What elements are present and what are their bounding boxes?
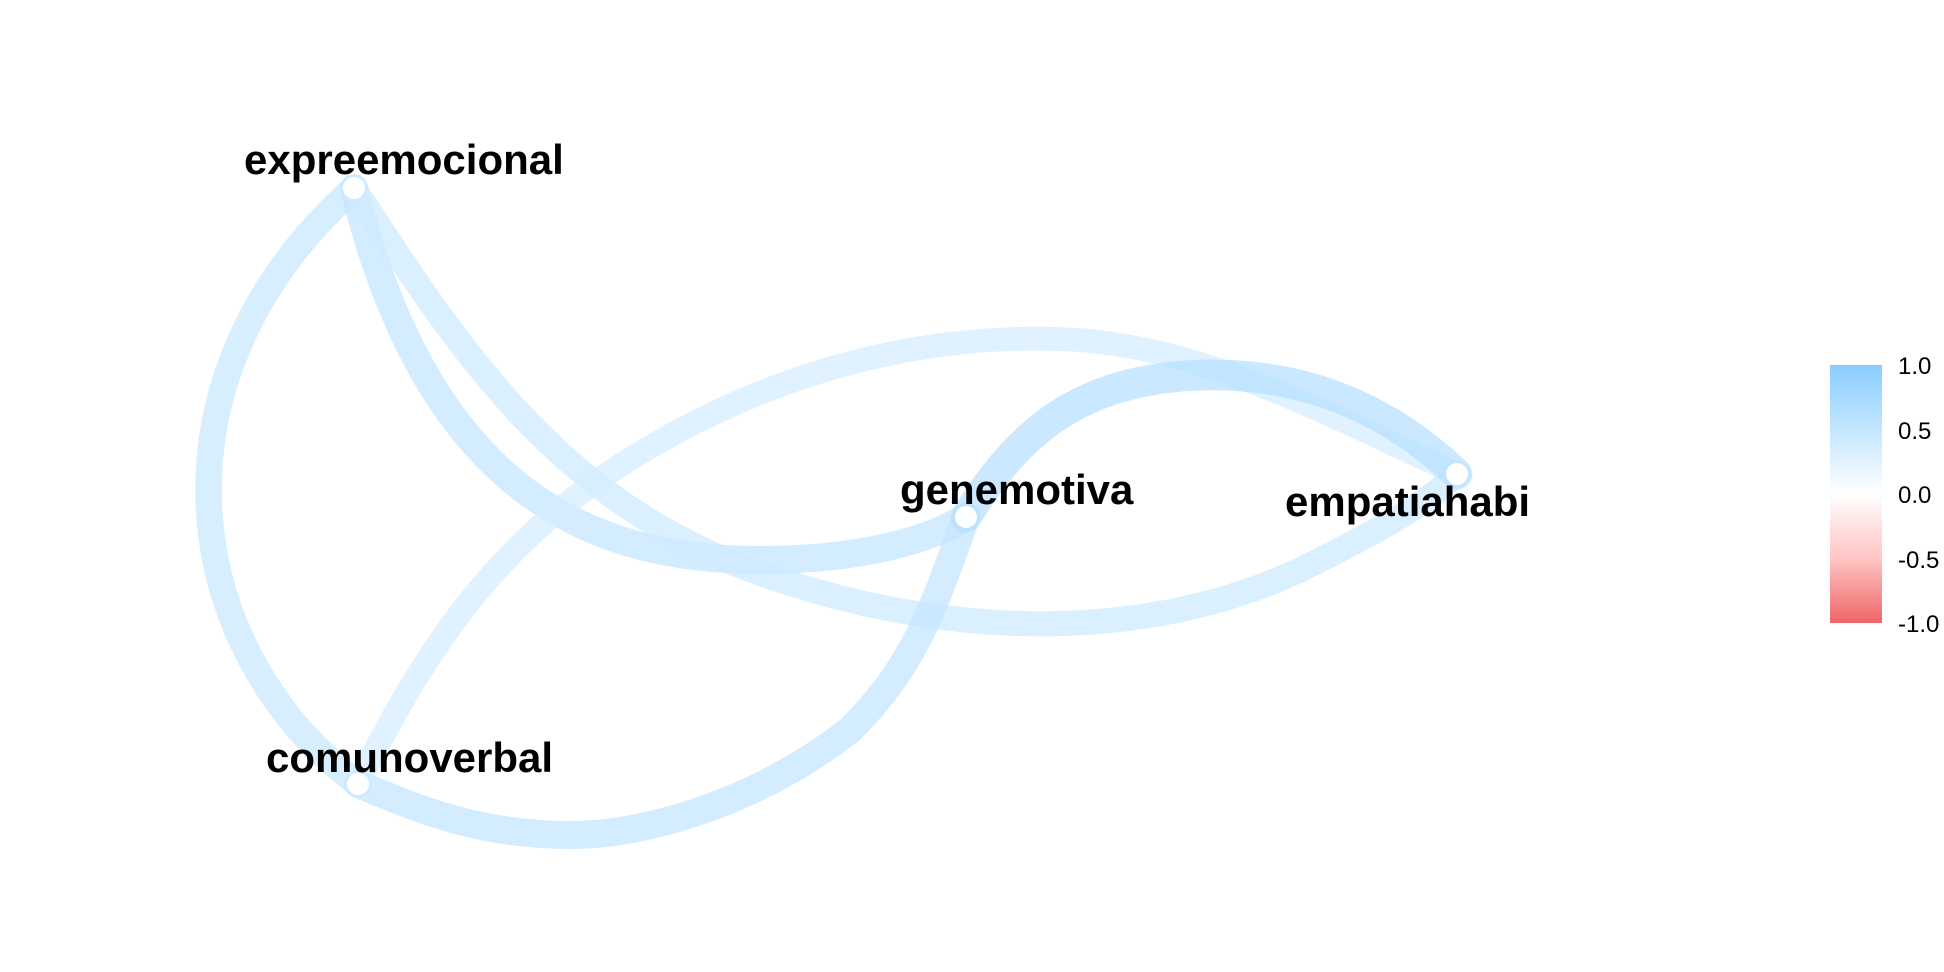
node-comunoverbal [347,773,369,795]
edge-expreemocional-comunoverbal [195,174,372,798]
node-genemotiva [955,506,977,528]
legend-tick-label: 0.5 [1898,418,1931,445]
node-label-genemotiva: genemotiva [900,466,1134,513]
node-empatiahabi [1446,463,1468,485]
legend-tick-label: -1.0 [1898,611,1939,638]
labels-layer: expreemocional genemotiva empatiahabi co… [244,136,1530,781]
edge-expreemocional-genemotiva [340,174,980,575]
node-label-comunoverbal: comunoverbal [266,734,553,781]
legend-tick-label: 0.0 [1898,482,1931,509]
edge-genemotiva-empatiahabi [950,359,1473,533]
color-legend: 1.0 0.5 0.0 -0.5 -1.0 [1830,353,1939,638]
legend-color-bar [1830,365,1882,623]
node-expreemocional [343,177,365,199]
nodes-layer [343,177,1468,795]
edge-comunoverbal-genemotiva [344,503,980,850]
node-label-expreemocional: expreemocional [244,136,564,183]
legend-tick-label: -0.5 [1898,547,1939,574]
legend-tick-label: 1.0 [1898,353,1931,380]
node-label-empatiahabi: empatiahabi [1285,478,1530,525]
edges-layer [195,174,1473,850]
